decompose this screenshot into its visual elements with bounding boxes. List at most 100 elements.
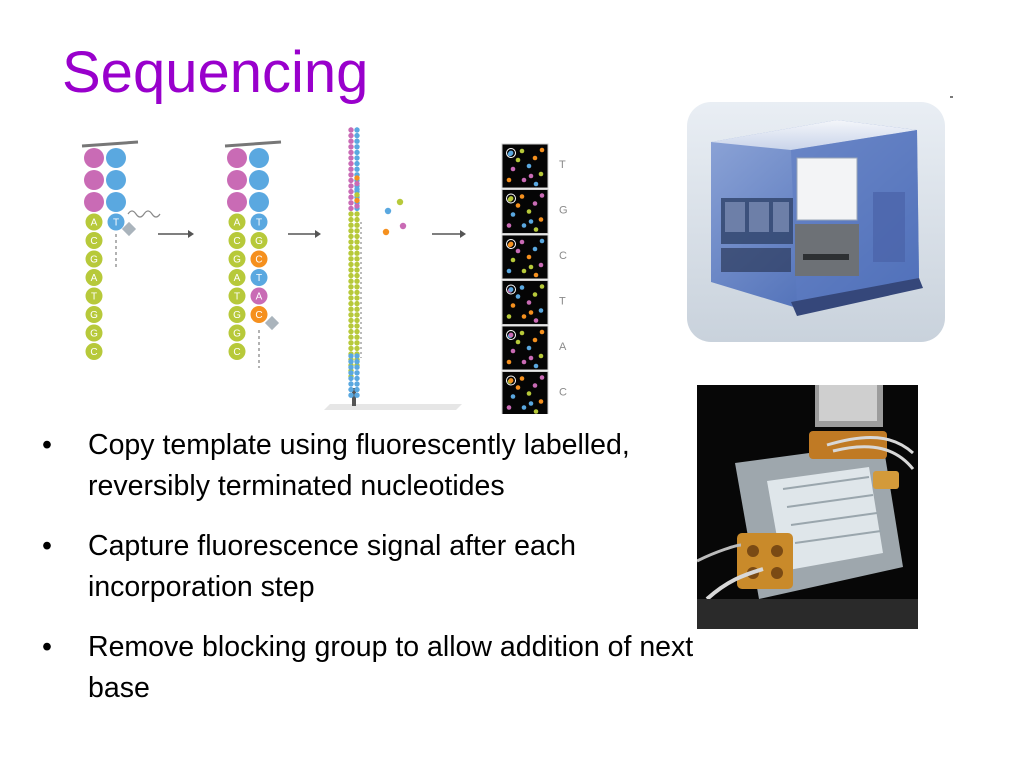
cluster-signal: [538, 353, 544, 359]
dot-nucleotide: [354, 317, 360, 324]
dot-nucleotide: [354, 392, 360, 398]
slide-mark: [950, 96, 953, 98]
cluster-signal: [533, 363, 539, 369]
process-arrowhead: [315, 230, 321, 238]
process-arrowhead: [188, 230, 194, 238]
dot-nucleotide: [348, 256, 354, 262]
free-nucleotide: [399, 222, 407, 230]
highlighted-cluster-signal: [508, 378, 514, 383]
dot-nucleotide: [354, 300, 360, 307]
highlighted-cluster: [506, 330, 516, 340]
fluorophore-linker: [127, 210, 161, 218]
cluster-signal: [519, 376, 525, 381]
dot-nucleotide: [354, 239, 360, 245]
bullet-text: Copy template using fluorescently labell…: [88, 429, 630, 502]
template-nucleotide-label: G: [90, 255, 98, 266]
dot-nucleotide: [348, 222, 354, 228]
highlighted-cluster-signal: [508, 241, 514, 247]
dot-nucleotide: [354, 345, 360, 352]
dot-nucleotide: [348, 370, 354, 376]
dot-nucleotide: [348, 205, 354, 212]
dot-nucleotide: [354, 132, 360, 139]
dot-nucleotide: [354, 306, 360, 312]
cluster-signal: [538, 217, 544, 222]
adapter-nucleotide: [106, 192, 126, 212]
dot-nucleotide: [348, 132, 354, 139]
surface-line: [81, 140, 139, 148]
cluster-signal: [526, 209, 532, 214]
cluster-signal: [515, 339, 521, 345]
adapter-nucleotide: [227, 170, 247, 190]
dot-nucleotide: [348, 340, 354, 346]
cluster-signal: [539, 329, 545, 335]
dot-nucleotide: [348, 233, 354, 240]
cluster-signal: [506, 223, 512, 228]
read-base-label: A: [559, 341, 567, 353]
bullet-text: Remove blocking group to allow addition …: [88, 631, 694, 704]
dot-nucleotide: [348, 138, 354, 144]
dot-nucleotide: [348, 183, 354, 189]
dot-nucleotide: [348, 386, 354, 393]
dot-nucleotide: [354, 375, 360, 382]
cluster-signal: [519, 330, 525, 336]
highlighted-cluster: [506, 375, 516, 386]
cluster-signal: [526, 391, 532, 396]
free-nucleotide: [382, 228, 390, 236]
incoming-nucleotide: [107, 213, 125, 231]
dot-nucleotide: [348, 200, 354, 206]
dot-nucleotide: [348, 250, 354, 256]
strand-anchor: [352, 388, 356, 406]
cluster-signal: [515, 203, 521, 208]
dot-nucleotide: [354, 340, 360, 346]
cluster-signal: [528, 219, 534, 224]
dot-nucleotide: [348, 353, 354, 359]
surface-line: [224, 140, 282, 148]
cluster-signal: [506, 359, 512, 365]
cluster-signal: [538, 171, 544, 177]
dot-nucleotide: [348, 244, 354, 251]
cluster-signal: [532, 201, 538, 206]
dot-nucleotide: [348, 364, 354, 370]
cluster-signal: [528, 264, 534, 270]
cluster-signal: [539, 284, 545, 289]
template-nucleotide: [228, 232, 246, 249]
cluster-signal: [528, 355, 534, 361]
highlighted-cluster: [506, 284, 516, 295]
cluster-signal: [533, 181, 539, 187]
template-nucleotide: [85, 269, 103, 286]
dot-nucleotide: [348, 144, 354, 150]
dot-nucleotide: [354, 138, 360, 144]
copied-nucleotide: [250, 269, 268, 286]
read-base-label: G: [559, 205, 568, 217]
dot-nucleotide: [348, 261, 354, 268]
template-nucleotide: [228, 324, 246, 342]
cluster-signal: [539, 193, 545, 198]
dot-nucleotide: [348, 155, 354, 161]
incoming-nucleotide-label: T: [113, 218, 119, 229]
copied-nucleotide: [250, 250, 268, 268]
template-nucleotide-label: G: [233, 329, 241, 340]
bullet-dot: •: [42, 631, 52, 663]
template-nucleotide-label: G: [90, 329, 98, 340]
dot-nucleotide: [348, 323, 354, 329]
dot-nucleotide: [354, 192, 360, 198]
copied-nucleotide: [250, 306, 268, 323]
dot-nucleotide: [348, 166, 354, 172]
dot-nucleotide: [354, 180, 360, 187]
dot-nucleotide: [354, 261, 360, 268]
bullet-dot: •: [42, 530, 52, 562]
copied-nucleotide: [250, 287, 268, 305]
cluster-signal: [515, 248, 521, 254]
dot-nucleotide: [354, 289, 360, 296]
cluster-signal: [515, 294, 521, 299]
cluster-signal: [528, 173, 534, 179]
template-nucleotide: [85, 213, 103, 231]
dot-nucleotide: [348, 267, 354, 273]
cluster-signal: [521, 314, 527, 319]
cluster-signal: [538, 308, 544, 313]
dot-nucleotide: [354, 370, 360, 376]
dot-nucleotide: [348, 228, 354, 234]
cluster-signal: [539, 238, 545, 244]
cluster-signal: [510, 166, 516, 172]
dot-nucleotide: [348, 295, 354, 301]
